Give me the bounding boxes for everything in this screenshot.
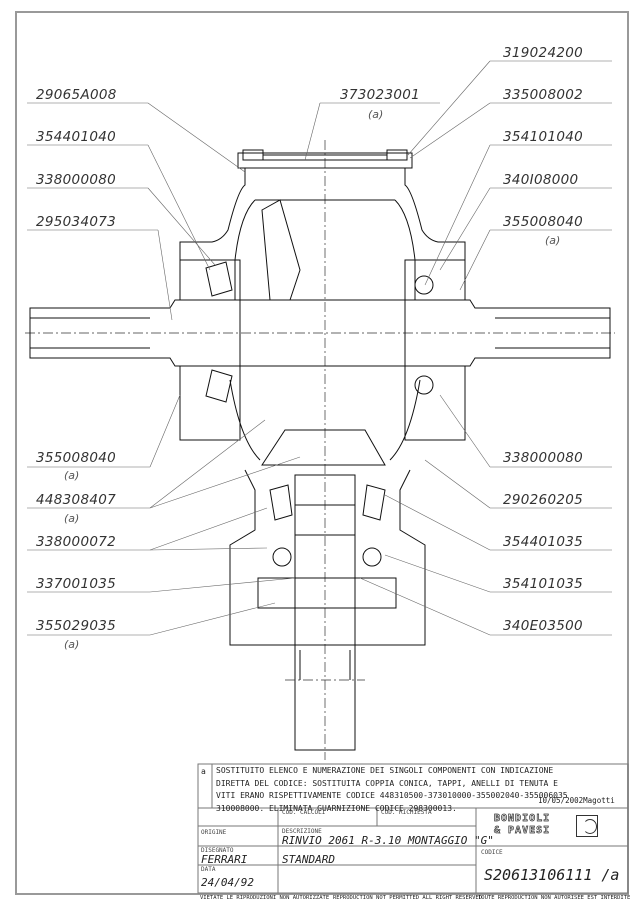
disegnato-label: DISEGNATO	[201, 847, 234, 854]
logo-mark-icon	[576, 815, 598, 837]
part-label: 290260205	[503, 492, 583, 508]
part-label: 338000080	[503, 450, 583, 466]
codice-label: CODICE	[481, 849, 503, 856]
part-label: 354101035	[503, 576, 583, 592]
logo-line: & PAVESI	[494, 825, 551, 837]
part-label: 338000080	[36, 172, 116, 188]
cod-calcoli-label: COD. CALCOLI	[282, 809, 326, 816]
part-label: 29065A008	[36, 87, 117, 103]
data-value: 24/04/92	[201, 876, 254, 889]
revision-marker: (a)	[368, 108, 383, 121]
part-label: 355008040	[36, 450, 116, 466]
part-label: 340I08000	[503, 172, 578, 188]
footer-copyright-it: VIETATE LE RIPRODUZIONI NON AUTORIZZATE	[200, 895, 330, 901]
part-label: 354401035	[503, 534, 583, 550]
part-labels-right: 319024200 335008002 354101040 340I08000 …	[503, 45, 583, 634]
footer-copyright-en: REPRODUCTION NOT PERMITTED ALL RIGHT RES…	[333, 895, 483, 901]
part-label: 448308407	[36, 492, 116, 508]
revision-note: SOSTITUITO ELENCO E NUMERAZIONE DEI SING…	[216, 765, 626, 815]
part-label: 355008040	[503, 214, 583, 230]
disegnato-value: FERRARI	[201, 853, 248, 866]
revision-note-line: DIRETTA DEL CODICE: SOSTITUITA COPPIA CO…	[216, 778, 558, 788]
part-label: 338000072	[36, 534, 116, 550]
part-label: 337001035	[36, 576, 116, 592]
revision-date-author: 10/05/2002Magotti	[538, 796, 615, 805]
revision-marker: (a)	[545, 234, 560, 247]
part-labels-left: 29065A008 354401040 338000080 295034073 …	[36, 87, 117, 651]
revision-marker: (a)	[64, 469, 79, 482]
descrizione-label: DESCRIZIONE	[282, 828, 322, 835]
tipo-value: STANDARD	[282, 853, 335, 866]
part-label: 354401040	[36, 129, 116, 145]
part-label: 354101040	[503, 129, 583, 145]
part-label: 355029035	[36, 618, 116, 634]
gearbox-section-view	[25, 60, 615, 760]
revision-marker: (a)	[64, 512, 79, 525]
part-label-center: 373023001	[340, 87, 420, 103]
revision-note-line: VITI ERANO RISPETTIVAMENTE CODICE 448310…	[216, 791, 568, 800]
part-label: 340E03500	[503, 618, 583, 634]
footer-copyright-fr: TOUTE REPRODUCTION NON AUTORISEE EST INT…	[478, 895, 631, 901]
codice-value: S20613106111 /a	[484, 866, 620, 884]
company-logo: BONDIOLI & PAVESI	[494, 813, 614, 841]
logo-line: BONDIOLI	[494, 813, 551, 825]
title-block-grid	[197, 763, 629, 894]
revision-note-line: SOSTITUITO ELENCO E NUMERAZIONE DEI SING…	[216, 766, 554, 775]
revision-marker: (a)	[64, 638, 79, 651]
cod-richiesta-label: COD. RICHIESTA	[381, 809, 432, 816]
part-label: 295034073	[36, 214, 116, 230]
origine-label: ORIGINE	[201, 829, 227, 836]
part-label: 335008002	[503, 87, 583, 103]
descrizione-value: RINVIO 2061 R-3.10 MONTAGGIO "G"	[282, 834, 494, 847]
data-label: DATA	[201, 866, 216, 873]
revision-letter: a	[201, 767, 206, 776]
drawing-frame	[15, 11, 629, 895]
part-label: 319024200	[503, 45, 583, 61]
revision-note-line: 310008000. ELIMINATA GUARNIZIONE CODICE …	[216, 803, 457, 813]
